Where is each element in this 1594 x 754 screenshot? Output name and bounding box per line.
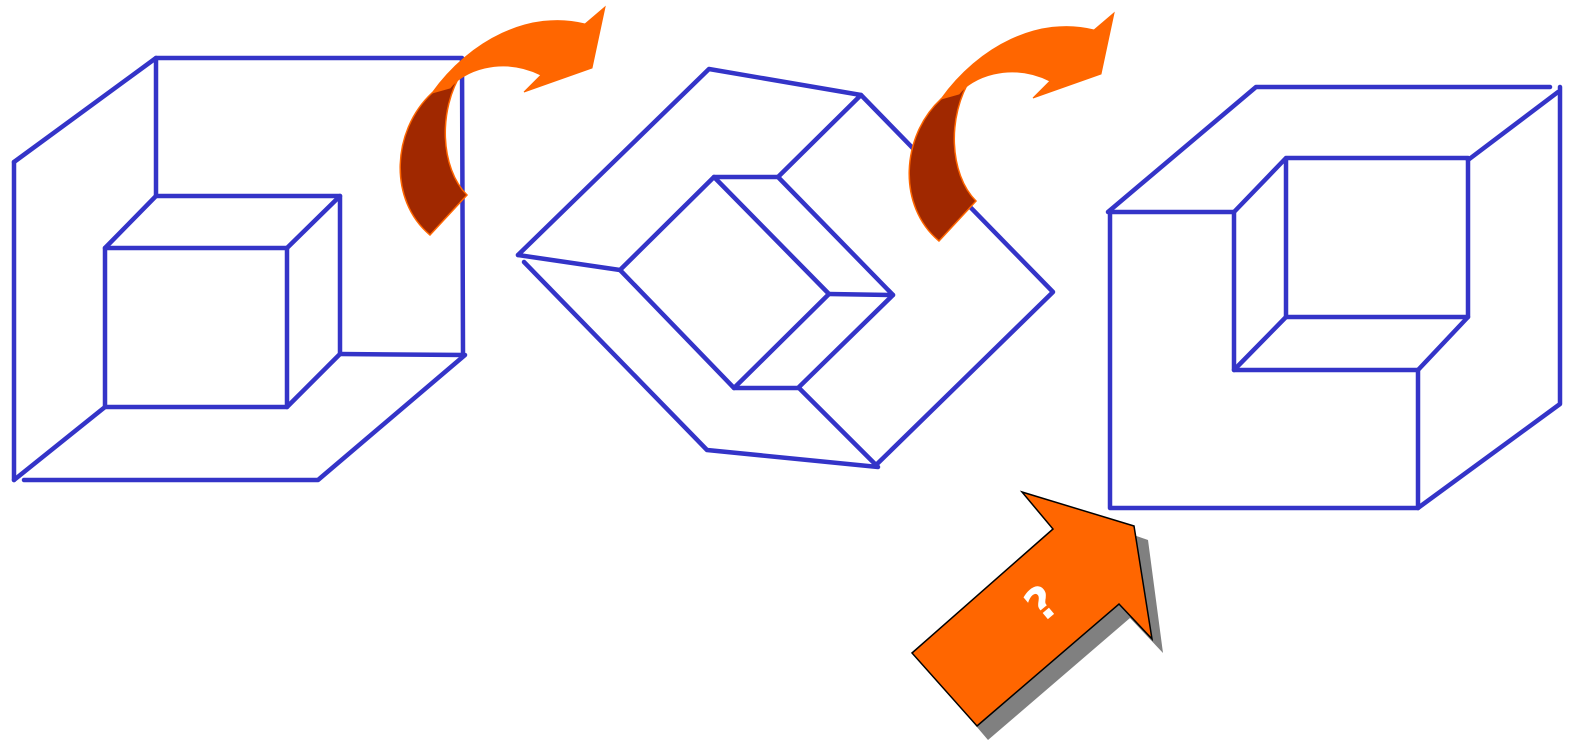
figure-3-back-right [1465, 89, 1561, 163]
figure-2-notch-edge-a [775, 92, 864, 180]
figure-2-left-lip [515, 252, 623, 273]
figure-3-cutout-depth-b [1415, 314, 1471, 373]
figure-2-inner-front-face [617, 174, 832, 391]
figure-3-front-outline [1107, 209, 1421, 511]
figure-3-cube-with-cutout [1105, 84, 1563, 511]
figure-2-inner-side [731, 292, 896, 391]
figure-3-cutout-back [1231, 155, 1471, 320]
figure-1-inner-cube-bottom-side [284, 351, 343, 410]
question-arrow-body [910, 490, 1154, 728]
curved-arrow-icon [908, 11, 1115, 243]
figure-2-inner-top [711, 174, 896, 298]
figure-1-bottom-edge [21, 351, 468, 483]
figure-1-inner-cube-side [284, 193, 343, 251]
figure-1-inner-cube-top [102, 193, 343, 357]
figure-3-outer-top [1105, 84, 1553, 215]
figure-1-inner-cube-front [102, 245, 290, 410]
figure-3-cutout-depth-a [1231, 314, 1289, 373]
curved-arrow-head [939, 11, 1115, 100]
curved-arrow-dark-tail [908, 77, 978, 243]
curved-arrow-head [430, 5, 606, 94]
figure-3-right-side [1415, 84, 1563, 511]
question-arrow-icon: ? [910, 490, 1163, 740]
figure-2-rotated-cube [515, 66, 1056, 470]
figure-1-outer-top-edge [11, 55, 466, 356]
curved-arrow-dark-tail [399, 71, 469, 237]
figure-1-floor-edge [11, 404, 108, 483]
curved-arrow-icon [399, 5, 606, 237]
figure-3-cutout-front [1107, 209, 1421, 373]
figure-2-outer-bottom-edges [521, 259, 881, 470]
figure-1-cube-with-inner-block [11, 55, 468, 483]
